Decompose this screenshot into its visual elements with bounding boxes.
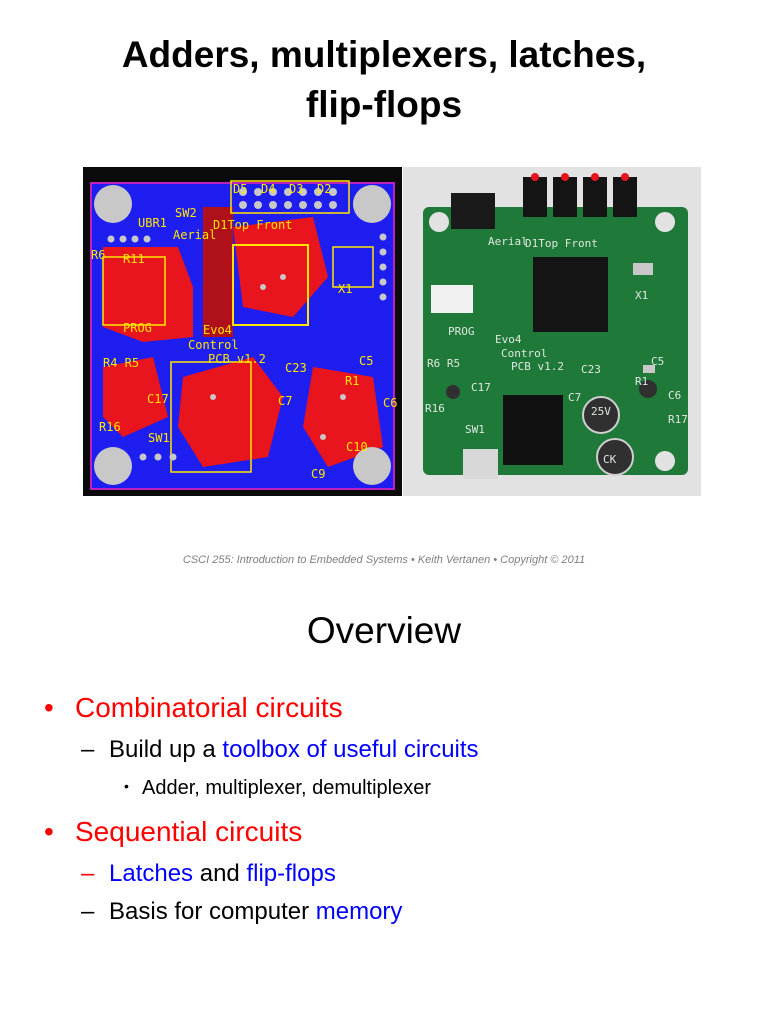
svg-text:D4: D4	[261, 182, 275, 196]
svg-text:D3: D3	[289, 182, 303, 196]
svg-text:R1: R1	[635, 375, 648, 388]
svg-text:C6: C6	[668, 389, 681, 402]
svg-text:R1: R1	[345, 374, 359, 388]
bullet-level-2: –Latches and flip-flops	[81, 860, 336, 887]
svg-text:C23: C23	[581, 363, 601, 376]
svg-text:C7: C7	[278, 394, 292, 408]
bullet-list: •Combinatorial circuits –Build up a tool…	[44, 689, 744, 933]
svg-text:UBR1: UBR1	[138, 216, 167, 230]
svg-text:X1: X1	[338, 282, 352, 296]
svg-text:R11: R11	[123, 252, 145, 266]
slide-title: Adders, multiplexers, latches, flip-flop…	[0, 30, 768, 130]
svg-text:Control: Control	[188, 338, 239, 352]
svg-text:C9: C9	[311, 467, 325, 481]
title-line-1: Adders, multiplexers, latches,	[121, 34, 647, 75]
svg-text:R16: R16	[425, 402, 445, 415]
slide-2: Overview •Combinatorial circuits –Build …	[0, 585, 768, 1024]
svg-text:D2: D2	[317, 182, 331, 196]
slide-1: Adders, multiplexers, latches, flip-flop…	[0, 30, 768, 566]
svg-text:PROG: PROG	[123, 321, 152, 335]
svg-text:X1: X1	[635, 289, 648, 302]
svg-text:SW1: SW1	[465, 423, 485, 436]
svg-text:PCB v1.2: PCB v1.2	[208, 352, 266, 366]
svg-text:R6 R5: R6 R5	[427, 357, 460, 370]
svg-text:R17: R17	[668, 413, 688, 426]
bullet-level-2: –Build up a toolbox of useful circuits	[81, 736, 479, 763]
svg-text:Aerial: Aerial	[173, 228, 216, 242]
bullet-level-1: •Combinatorial circuits	[44, 692, 343, 723]
svg-text:C17: C17	[471, 381, 491, 394]
svg-text:R16: R16	[99, 420, 121, 434]
svg-text:C5: C5	[359, 354, 373, 368]
svg-text:SW2: SW2	[175, 206, 197, 220]
svg-text:SW1: SW1	[148, 431, 170, 445]
slide-title: Overview	[306, 610, 462, 651]
svg-text:Aerial: Aerial	[488, 235, 528, 248]
svg-text:R4 R5: R4 R5	[103, 356, 139, 370]
svg-text:C5: C5	[651, 355, 664, 368]
bullet-level-2: –Basis for computer memory	[81, 898, 403, 925]
bullet-level-3: •Adder, multiplexer, demultiplexer	[124, 777, 432, 799]
title-line-2: flip-flops	[305, 84, 463, 125]
svg-text:R6: R6	[91, 248, 105, 262]
svg-text:D1Top Front: D1Top Front	[213, 218, 292, 232]
bullet-level-1: •Sequential circuits	[44, 816, 303, 847]
svg-text:25V: 25V	[591, 405, 611, 418]
svg-text:C6: C6	[383, 396, 397, 410]
svg-text:Evo4: Evo4	[203, 323, 232, 337]
svg-text:D5: D5	[233, 182, 247, 196]
svg-text:C10: C10	[346, 440, 368, 454]
pcb-photo-image: Aerial D1Top Front PROG Evo4 Control PCB…	[403, 167, 701, 496]
svg-text:Evo4: Evo4	[495, 333, 522, 346]
svg-text:PROG: PROG	[448, 325, 475, 338]
svg-text:PCB v1.2: PCB v1.2	[511, 360, 564, 373]
svg-text:C17: C17	[147, 392, 169, 406]
svg-text:D1Top Front: D1Top Front	[525, 237, 598, 250]
svg-text:C23: C23	[285, 361, 307, 375]
svg-text:C7: C7	[568, 391, 581, 404]
svg-text:Control: Control	[501, 347, 547, 360]
slide-footer: CSCI 255: Introduction to Embedded Syste…	[182, 554, 586, 566]
svg-text:CK: CK	[603, 453, 617, 466]
